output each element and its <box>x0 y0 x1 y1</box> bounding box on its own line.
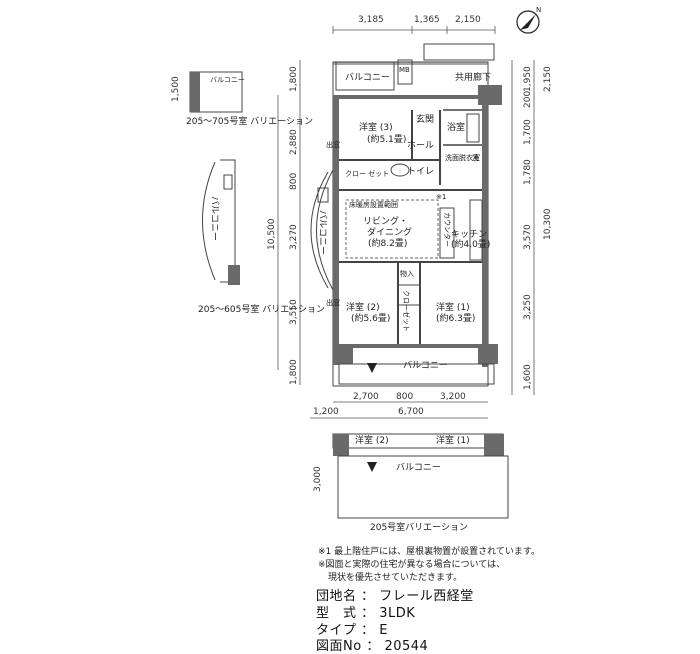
label-corridor: 共用廊下 <box>455 71 491 83</box>
v205-caption: 205号室バリエーション <box>370 521 468 533</box>
balcony-left-area <box>310 169 334 291</box>
info-name-value: フレール西経堂 <box>379 589 474 604</box>
v705-caption: 205～705号室 バリエーション <box>186 115 313 127</box>
balcony-bottom-area <box>338 363 495 385</box>
v605-label: バルコニー <box>209 196 220 241</box>
dim-left-4: 3,270 <box>289 224 299 250</box>
v705-dim: 1,500 <box>171 76 181 102</box>
dim-bottom-4: 1,200 <box>313 407 339 417</box>
info-no-label: 図面No <box>316 639 362 654</box>
north-arrow-icon: N <box>516 6 541 34</box>
dim-right-8: 1,600 <box>523 364 533 390</box>
label-balcony-left: バルコニー <box>317 210 328 255</box>
label-kitchen: キッチン <box>451 229 487 240</box>
v705-label: バルコニー <box>210 76 245 84</box>
info-type-row: 型 式 ： 3LDK <box>316 606 416 621</box>
info-no-row: 図面No ： 20544 <box>316 639 429 654</box>
dim-bottom-total: 6,700 <box>398 407 424 417</box>
variation-605: バルコニー 205～605号室 バリエーション <box>198 159 325 315</box>
dim-right-3: 200 <box>523 91 533 108</box>
dim-right-6: 3,570 <box>523 224 533 250</box>
dim-right-7: 3,250 <box>523 294 533 320</box>
v605-caption: 205～605号室 バリエーション <box>198 303 325 315</box>
balcony-top-area <box>335 43 495 91</box>
label-mb: MB <box>399 66 410 74</box>
label-bath: 浴室 <box>447 121 465 133</box>
dim-left-2: 2,880 <box>289 129 299 155</box>
dim-top-1: 3,185 <box>358 15 384 25</box>
room-labels: バルコニー 共用廊下 洋室 (3) (約5.1畳) 玄関 浴室 ホール 洗面脱衣… <box>317 66 491 371</box>
dim-right-4: 1,700 <box>523 119 533 145</box>
label-western1-area: (約6.3畳) <box>436 312 475 324</box>
label-living: リビング・ <box>363 215 408 227</box>
label-closet: クロー ゼット <box>345 169 389 178</box>
info-no-value: 20544 <box>384 639 429 654</box>
label-western2-area: (約5.6畳) <box>351 312 390 324</box>
dim-right-2: 2,150 <box>543 66 553 92</box>
label-note-mark: ※1 <box>436 193 446 201</box>
info-name-row: 団地名 ： フレール西経堂 <box>316 589 474 604</box>
dim-left-1: 1,800 <box>289 66 299 92</box>
label-living-area: (約8.2畳) <box>368 237 407 249</box>
label-balcony-bottom: バルコニー <box>403 360 448 371</box>
info-type-label: 型 式 <box>316 606 357 621</box>
label-wash-short: 洗 <box>472 153 479 162</box>
label-western3: 洋室 (3) <box>359 121 393 133</box>
top-dimensions: 3,185 1,365 2,150 <box>332 15 496 34</box>
note-2: ※図面と実際の住宅が異なる場合については、 <box>318 560 506 570</box>
v205-dim: 3,000 <box>313 466 323 492</box>
v205-west2: 洋室 (2) <box>355 434 389 446</box>
label-wash: 洗面脱衣室 <box>445 153 480 162</box>
dim-bottom-3: 3,200 <box>440 392 466 402</box>
right-dimensions: 1,950 2,150 200 1,700 1,780 3,570 10,300… <box>511 60 553 395</box>
label-hall: ホール <box>407 140 434 151</box>
label-bay: 出窓 <box>326 140 340 149</box>
note-1: ※1 最上階住戸には、屋根裏物置が設置されています。 <box>318 547 540 557</box>
dim-left-6: 1,800 <box>289 359 299 385</box>
label-kitchen-area: (約4.0畳) <box>451 238 490 250</box>
dim-left-5: 3,550 <box>289 299 299 325</box>
label-entrance: 玄関 <box>416 113 434 125</box>
dim-top-2: 1,365 <box>414 15 440 25</box>
label-storage: 物入 <box>400 269 414 278</box>
dim-bottom-1: 2,700 <box>353 392 379 402</box>
label-western3-area: (約5.1畳) <box>367 133 406 145</box>
v205-balcony: バルコニー <box>396 462 441 473</box>
label-toilet: トイレ <box>407 167 434 177</box>
dim-top-3: 2,150 <box>455 15 481 25</box>
variation-205: 洋室 (2) 洋室 (1) バルコニー 3,000 205号室バリエーション <box>313 433 509 533</box>
north-label: N <box>536 6 541 14</box>
info-kind-row: タイプ ： E <box>316 623 388 638</box>
note-3: 現状を優先させていただきます。 <box>328 573 463 583</box>
variation-705: バルコニー 1,500 205～705号室 バリエーション <box>171 71 313 127</box>
unit-walls <box>332 61 502 387</box>
dim-left-total: 10,500 <box>267 218 277 250</box>
dim-bottom-2: 800 <box>396 392 413 402</box>
dim-left-3: 800 <box>289 173 299 190</box>
label-counter: カウンター <box>443 212 452 247</box>
info-kind-label: タイプ <box>316 623 357 638</box>
v205-west1: 洋室 (1) <box>436 434 470 446</box>
label-western1: 洋室 (1) <box>436 301 470 313</box>
label-western2: 洋室 (2) <box>346 301 380 313</box>
dim-right-1: 1,950 <box>523 66 533 92</box>
label-floor-heat: 床暖房設置範囲 <box>349 200 398 209</box>
label-balcony-top: バルコニー <box>345 72 390 83</box>
info-name-label: 団地名 <box>316 589 357 604</box>
bottom-dimensions: 2,700 800 3,200 1,200 6,700 <box>310 392 488 419</box>
left-dimensions: 1,800 2,880 800 3,270 3,550 1,800 10,500 <box>267 60 301 385</box>
label-bay2: 出窓 <box>326 298 340 307</box>
dim-right-5: 1,780 <box>523 159 533 185</box>
info-type-value: 3LDK <box>379 606 416 621</box>
label-closet2: クローゼット <box>402 290 411 332</box>
label-dining: ダイニング <box>367 226 412 238</box>
info-kind-value: E <box>379 623 388 638</box>
dim-right-total: 10,300 <box>543 208 553 240</box>
